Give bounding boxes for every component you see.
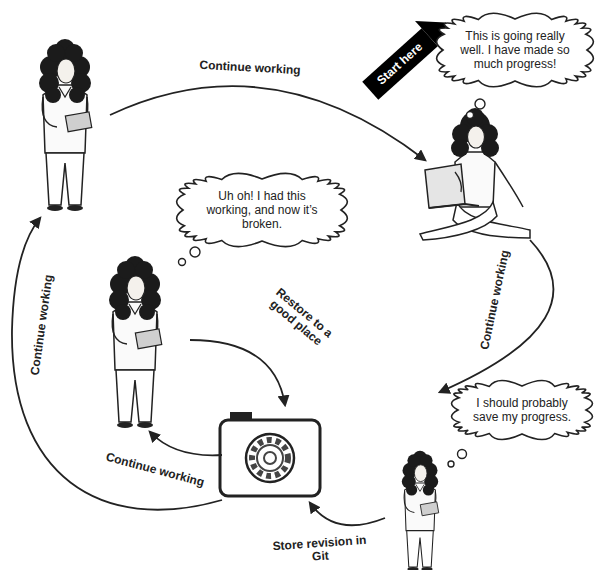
start-label: Start here: [367, 34, 432, 95]
worried-woman: [109, 256, 162, 428]
thought-text: Uh oh! I had this working, and now it’s …: [197, 189, 327, 231]
arrow-label: Continue working: [197, 59, 303, 77]
thought-bubble: Uh oh! I had this working, and now it’s …: [175, 171, 349, 249]
thought-text: This is going really well. I have made s…: [457, 29, 573, 71]
standing-woman: [39, 39, 92, 211]
cycle-arrows: [12, 86, 553, 525]
arrow-label: Restore to a good place: [258, 280, 342, 356]
arrow-label: Continue working: [478, 247, 513, 353]
arrow-label: Continue working: [102, 450, 207, 490]
git-camera: [220, 412, 320, 496]
sitting-woman: [420, 108, 530, 240]
thought-bubble: I should probably save my progress.: [450, 378, 594, 442]
arrow-label: Continue working: [28, 272, 56, 378]
thought-text: I should probably save my progress.: [472, 396, 572, 424]
saving-woman: [402, 451, 439, 570]
arrow-label: Store revision in Git: [269, 534, 371, 567]
thought-trail: [179, 99, 486, 467]
thought-bubble: This is going really well. I have made s…: [435, 11, 595, 89]
